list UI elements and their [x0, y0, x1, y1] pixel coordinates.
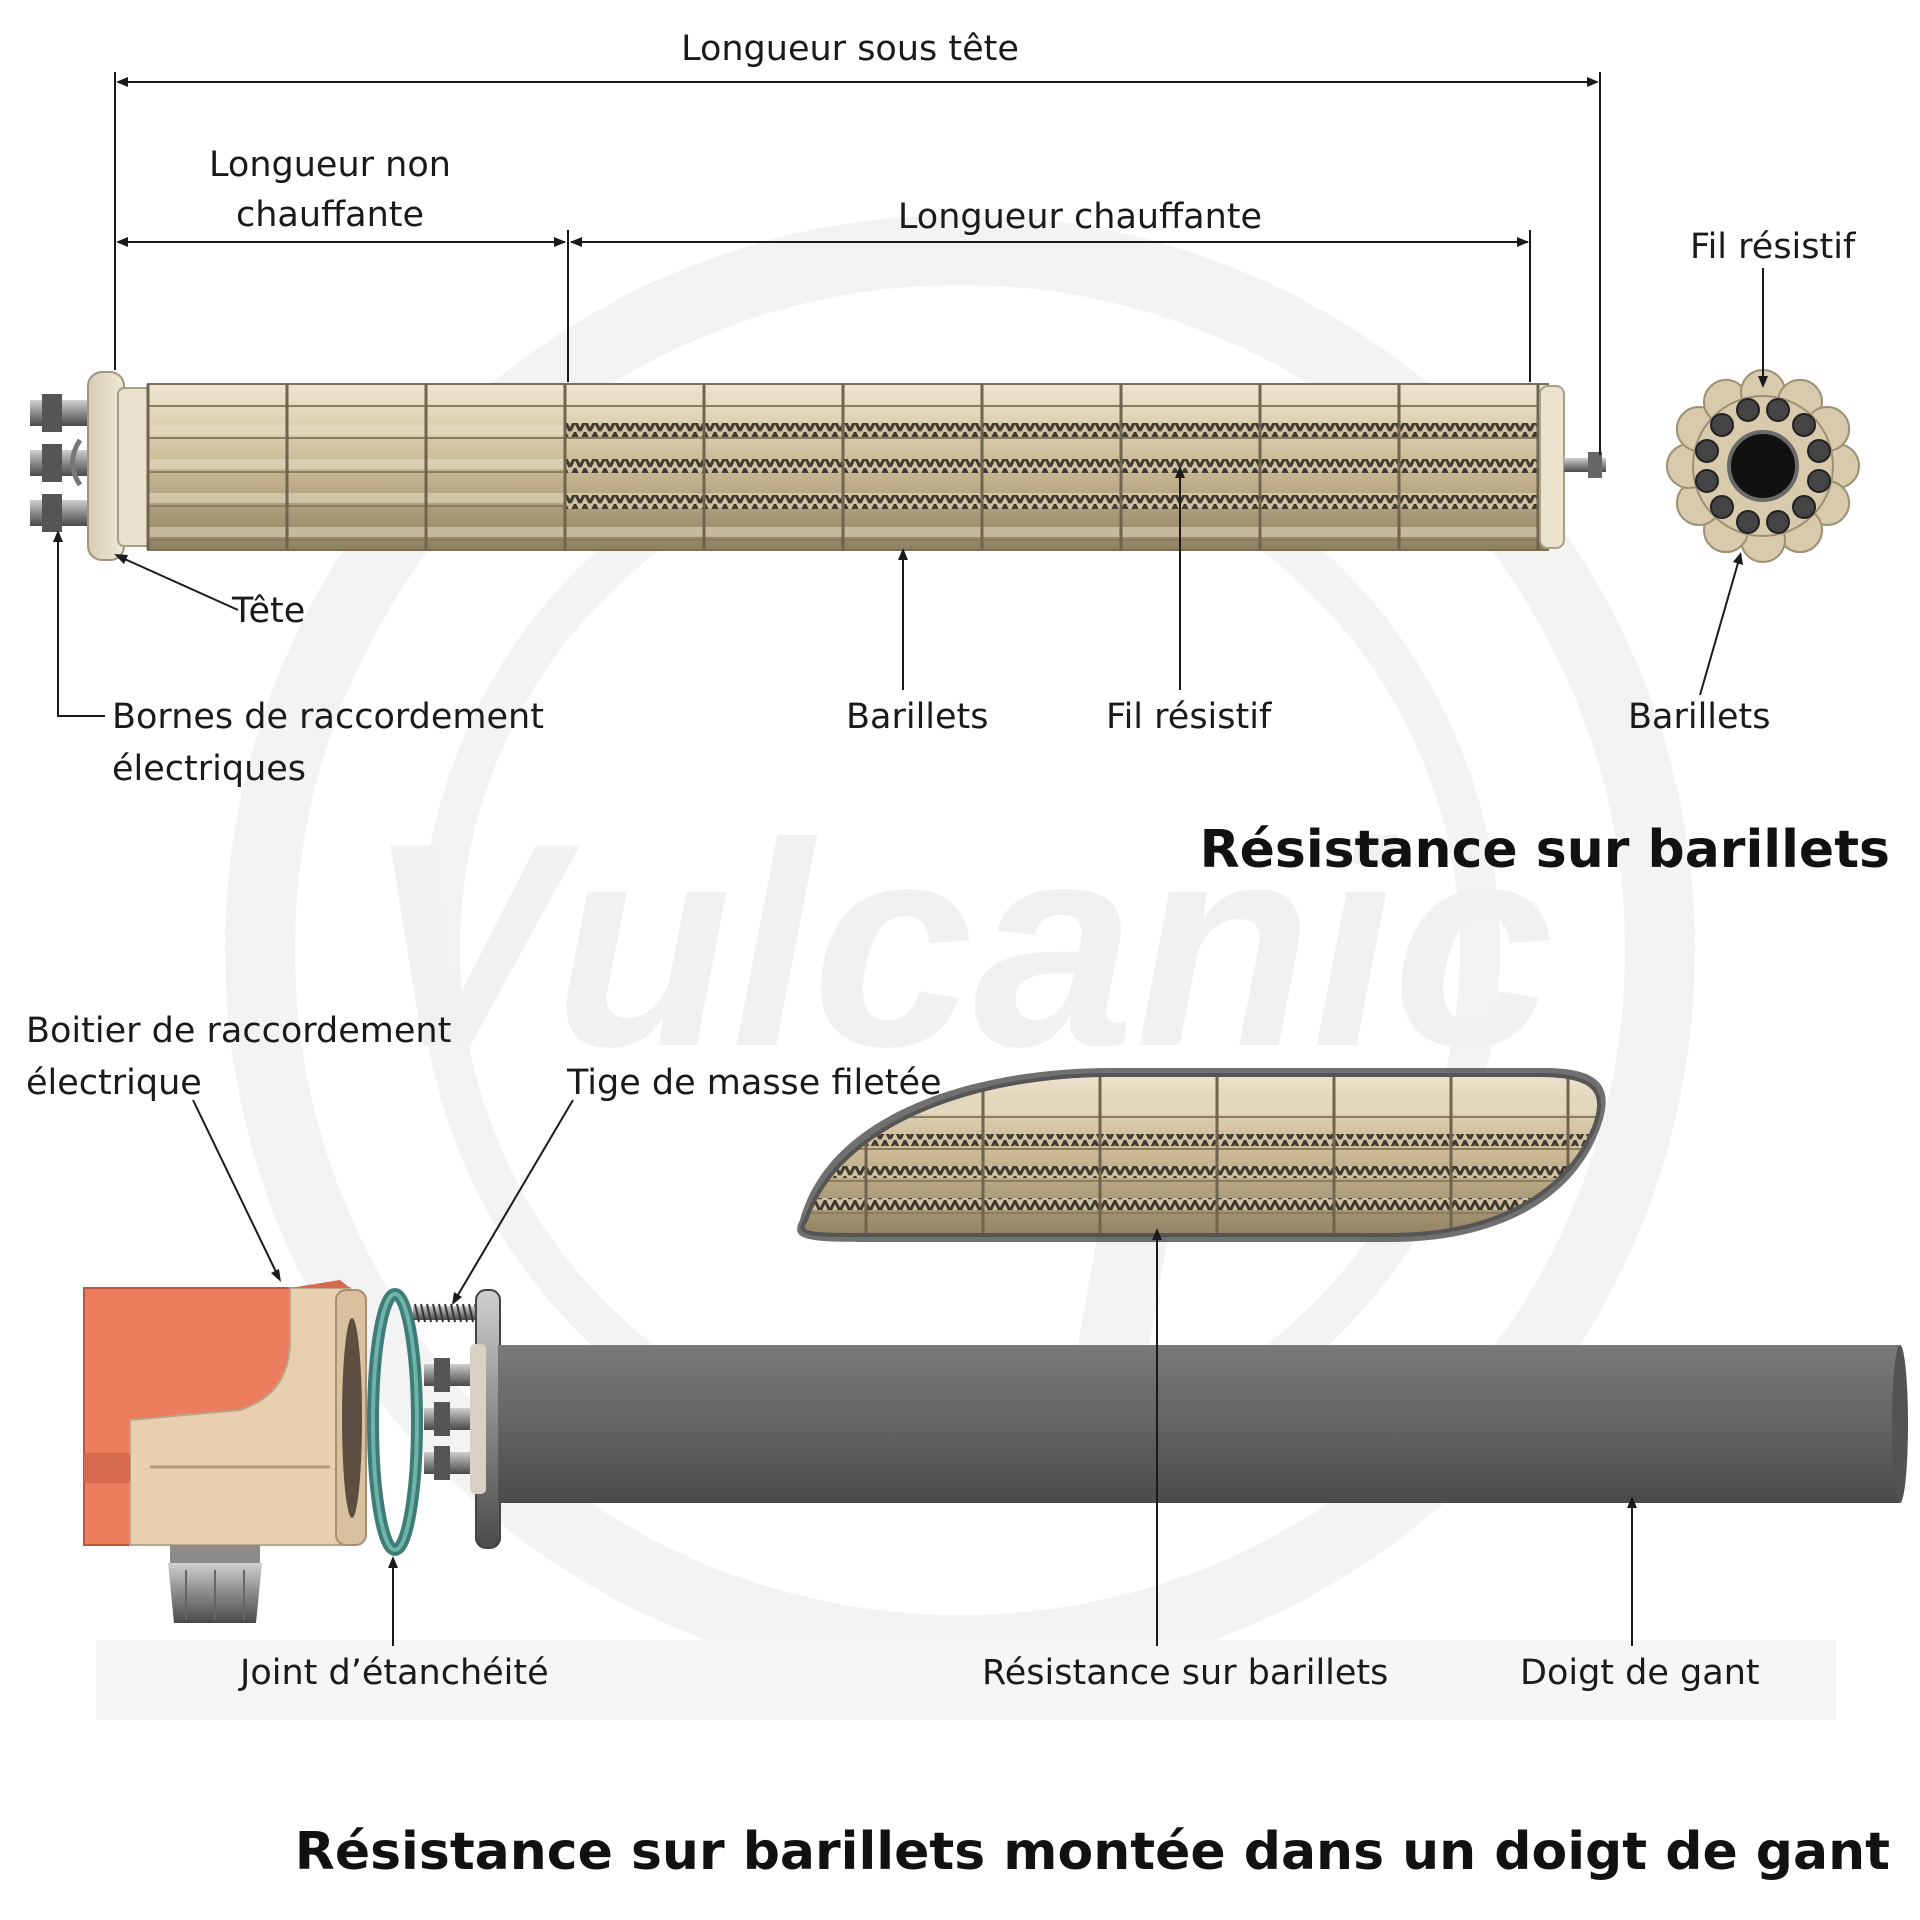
flange: [470, 1289, 501, 1549]
barrel-end-view: [1666, 369, 1860, 563]
leader-lines-top: [53, 268, 1768, 717]
assembly-terminals: [424, 1358, 474, 1480]
label-bornes-line2: électriques: [112, 749, 307, 789]
label-fil-resistif: Fil résistif: [1106, 697, 1272, 737]
section2-title: Résistance sur barillets montée dans un …: [294, 1822, 1890, 1882]
gasket: [367, 1288, 423, 1556]
label-bornes-line1: Bornes de raccordement: [112, 697, 544, 737]
watermark-text: Vulcanic: [366, 783, 1553, 1107]
label-tete: Tête: [232, 591, 306, 631]
label-tige: Tige de masse filetée: [567, 1063, 942, 1103]
dim-longueur-non-chauffante-line2: chauffante: [235, 195, 425, 235]
dim-longueur-non-chauffante-line1: Longueur non: [209, 145, 451, 185]
dim-longueur-chauffante: Longueur chauffante: [897, 197, 1263, 237]
label-boitier-line1: Boitier de raccordement: [26, 1011, 452, 1051]
dim-longueur-sous-tete: Longueur sous tête: [681, 29, 1019, 69]
connection-box: [83, 1280, 367, 1623]
label-barillets: Barillets: [846, 697, 989, 737]
leader-lines-bottom: [192, 1099, 1637, 1646]
thermowell: [498, 1068, 1908, 1503]
label-boitier-line2: électrique: [26, 1063, 202, 1103]
label-doigt: Doigt de gant: [1520, 1653, 1760, 1693]
terminal-studs: [30, 394, 90, 532]
label-joint: Joint d’étanchéité: [240, 1653, 549, 1693]
threaded-ground-rod: [413, 1303, 486, 1323]
label-resistance: Résistance sur barillets: [982, 1653, 1389, 1693]
label-side-barillets: Barillets: [1628, 697, 1771, 737]
label-side-fil-resistif: Fil résistif: [1690, 227, 1856, 267]
barrel-heater-element: [30, 371, 1606, 561]
section1-title: Résistance sur barillets: [1199, 820, 1890, 880]
dimension-lines: [114, 72, 1601, 455]
